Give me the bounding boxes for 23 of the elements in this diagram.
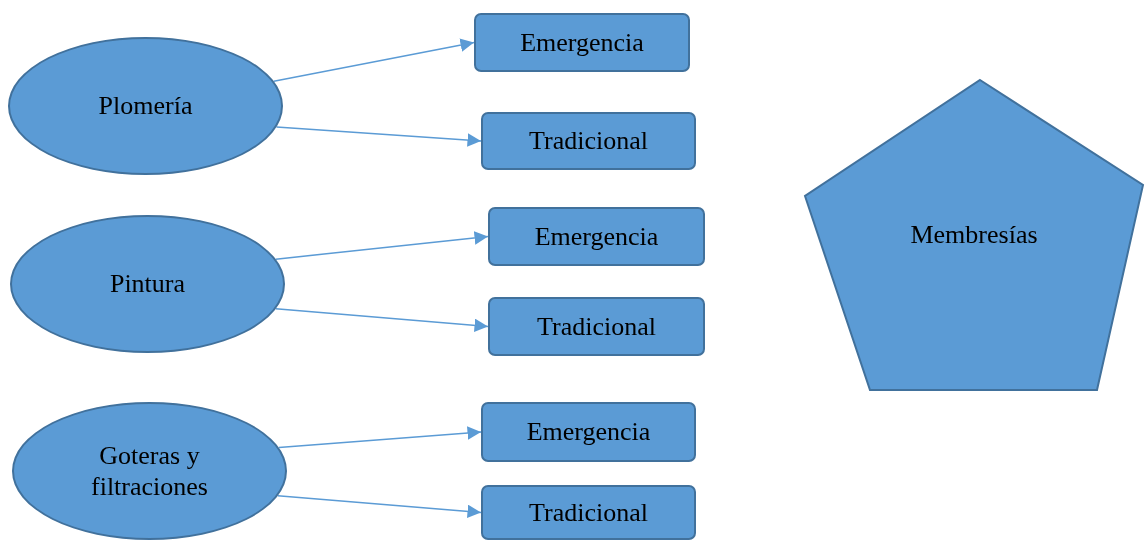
node-label: Tradicional — [529, 125, 648, 157]
arrow — [273, 38, 475, 82]
arrow — [277, 495, 482, 519]
option-box — [481, 112, 696, 170]
arrow — [278, 426, 482, 449]
node-label: Plomería — [98, 90, 193, 122]
option-box — [481, 485, 696, 540]
node-label: Emergencia — [534, 220, 659, 253]
node-label: Emergencia — [520, 26, 644, 59]
option-box — [488, 207, 705, 266]
node-label: Membresías — [910, 219, 1038, 251]
option-box — [474, 13, 690, 72]
arrow — [275, 308, 489, 333]
arrow — [275, 231, 489, 260]
node-label: Pintura — [109, 268, 186, 300]
option-box — [488, 297, 705, 356]
membership-pentagon — [803, 78, 1145, 392]
node-label: Tradicional — [529, 496, 648, 529]
node-label: Emergencia — [526, 416, 651, 448]
option-box — [481, 402, 696, 462]
node-label: Tradicional — [537, 310, 656, 343]
node-label: Goteras y filtraciones — [90, 439, 209, 503]
arrow — [275, 126, 482, 147]
